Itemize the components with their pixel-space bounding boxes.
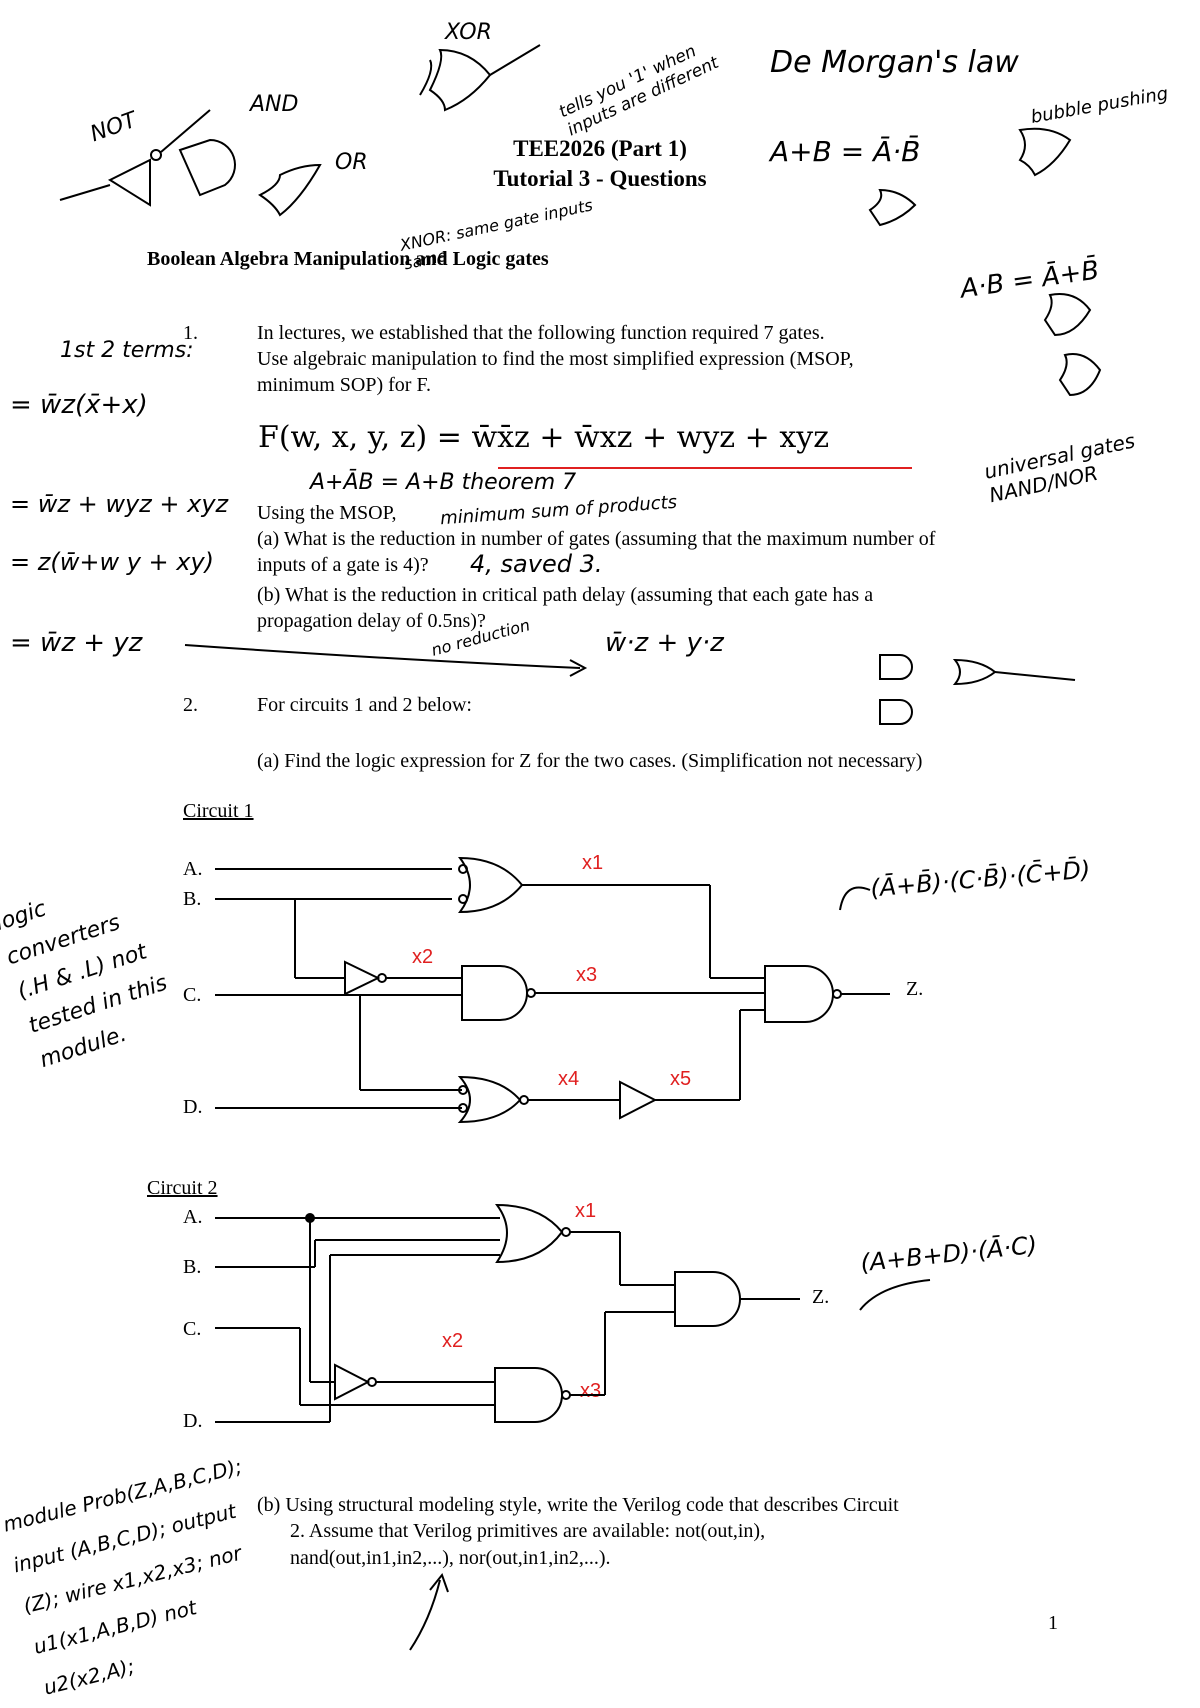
q1-formula: F(w, x, y, z) = w̄x̄z + w̄xz + wyz + xyz <box>258 420 829 455</box>
c2-input-d: D. <box>183 1410 203 1432</box>
q1-using: Using the MSOP, <box>257 502 397 524</box>
c2-nor-gate <box>495 1203 564 1264</box>
hw-step1: = w̄z(x̄+x) <box>10 390 148 420</box>
c1-buffer <box>619 1080 658 1120</box>
q1-text-line2: Use algebraic manipulation to find the m… <box>257 348 854 370</box>
c1-nand-gate <box>764 965 834 1023</box>
hw-demorgan: De Morgan's law <box>770 45 1019 80</box>
q2-part-b-line2: 2. Assume that Verilog primitives are av… <box>290 1520 766 1542</box>
circuit2-label: Circuit 2 <box>147 1177 218 1199</box>
hw-first-terms: 1st 2 terms: <box>60 338 194 363</box>
q1-part-b-line2: propagation delay of 0.5ns)? <box>257 610 486 632</box>
c2-input-a: A. <box>183 1206 203 1228</box>
c2-input-c: C. <box>183 1318 202 1340</box>
c1-output-z: Z. <box>906 978 924 1000</box>
c2-wire-x2: x2 <box>442 1330 464 1352</box>
c1-wire-x3: x3 <box>576 964 598 986</box>
page-number: 1 <box>1048 1612 1058 1634</box>
q2-part-b-line1: (b) Using structural modeling style, wri… <box>257 1494 899 1516</box>
hw-demorgan-eq1: A+B = Ā·B̄ <box>770 135 921 168</box>
section-title: Boolean Algebra Manipulation and Logic g… <box>147 248 549 270</box>
hw-and: AND <box>250 92 299 117</box>
course-title: TEE2026 (Part 1) <box>513 136 687 161</box>
c1-or-gate <box>458 856 524 914</box>
c1-nor-gate <box>457 1075 522 1124</box>
q2-intro: For circuits 1 and 2 below: <box>257 694 472 716</box>
c2-output-z: Z. <box>812 1286 830 1308</box>
c1-wire-x5: x5 <box>670 1068 692 1090</box>
c2-and-gate <box>674 1271 741 1327</box>
c1-input-b: B. <box>183 888 202 910</box>
q1-part-b-line1: (b) What is the reduction in critical pa… <box>257 584 874 606</box>
c1-input-d: D. <box>183 1096 203 1118</box>
hw-answer-a: 4, saved 3. <box>470 550 603 578</box>
c1-and-gate <box>461 965 528 1021</box>
q2-number: 2. <box>183 694 198 716</box>
q1-part-a-line1: (a) What is the reduction in number of g… <box>257 528 936 550</box>
q1-part-a-line2: inputs of a gate is 4)? <box>257 554 429 576</box>
circuit1-label: Circuit 1 <box>183 800 254 822</box>
hw-step2: = w̄z + wyz + xyz <box>10 490 229 518</box>
q1-number: 1. <box>183 322 198 344</box>
tutorial-title: Tutorial 3 - Questions <box>493 166 707 191</box>
hw-theorem: A+ĀB = A+B theorem 7 <box>310 470 577 495</box>
q2-part-a: (a) Find the logic expression for Z for … <box>257 750 923 772</box>
c2-nand-gate-x3 <box>494 1367 563 1423</box>
c1-wire-x2: x2 <box>412 946 434 968</box>
hw-result: w̄·z + y·z <box>605 628 724 658</box>
c1-input-c: C. <box>183 984 202 1006</box>
c2-wire-x1: x1 <box>575 1200 597 1222</box>
c1-input-a: A. <box>183 858 203 880</box>
c2-wire-x3: x3 <box>580 1380 602 1402</box>
hw-xor: XOR <box>445 20 492 45</box>
c1-not-gate <box>344 960 381 996</box>
q1-text-line3: minimum SOP) for F. <box>257 374 431 396</box>
c2-input-b: B. <box>183 1256 202 1278</box>
c1-wire-x4: x4 <box>558 1068 580 1090</box>
q2-part-b-line3: nand(out,in1,in2,...), nor(out,in1,in2,.… <box>290 1547 611 1569</box>
q1-text-line1: In lectures, we established that the fol… <box>257 322 825 344</box>
c1-wire-x1: x1 <box>582 852 604 874</box>
hw-step3: = z(w̄+w y + xy) <box>10 548 215 576</box>
c2-not-gate <box>334 1363 371 1401</box>
hw-step4: = w̄z + yz <box>10 628 143 658</box>
hw-or: OR <box>335 150 368 175</box>
